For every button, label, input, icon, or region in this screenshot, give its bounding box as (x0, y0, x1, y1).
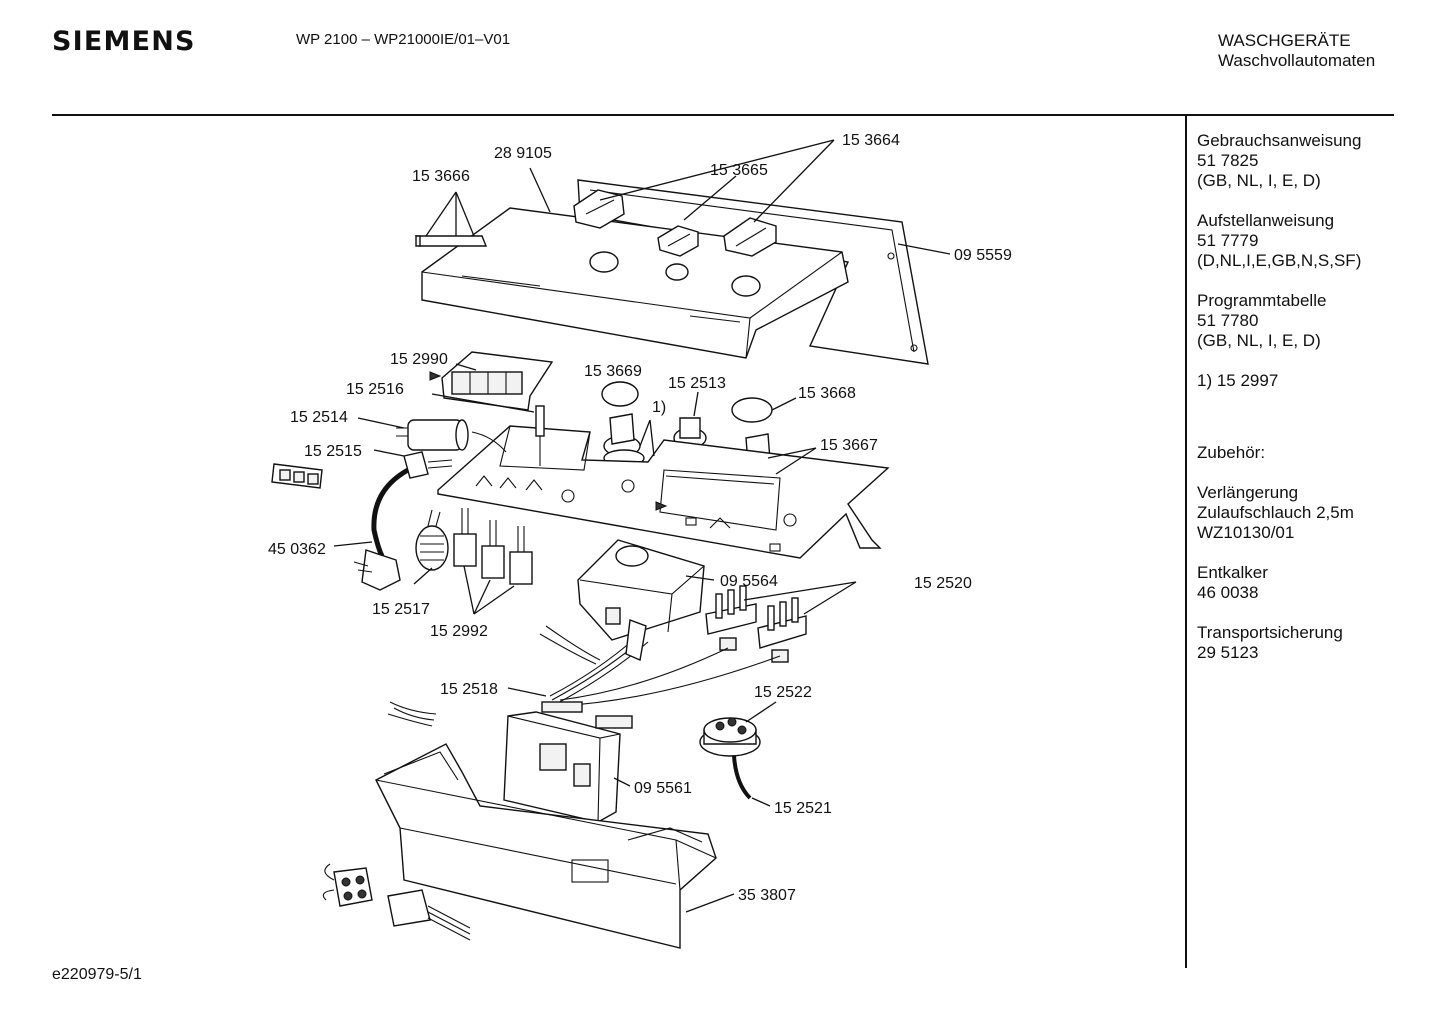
connector-plug-left (322, 863, 373, 907)
program-knob-middle (657, 225, 699, 257)
terminal-block-part (271, 463, 323, 489)
document-number: e220979-5/1 (52, 966, 142, 983)
switch-block-part (429, 351, 554, 411)
part-label: 15 2515 (304, 443, 362, 460)
part-label: 09 5561 (634, 780, 692, 797)
part-label: 35 3807 (738, 887, 796, 904)
micro-switch-left (705, 585, 757, 651)
part-label: 15 2514 (290, 409, 348, 426)
part-label: 15 2990 (390, 351, 448, 368)
part-label: 15 2513 (668, 375, 726, 392)
doc-entry-installation: Aufstellanweisung 51 7779 (D,NL,I,E,GB,N… (1197, 211, 1387, 271)
category-heading: WASCHGERÄTE Waschvollautomaten (1218, 31, 1375, 71)
part-label: 15 2521 (774, 800, 832, 817)
sidebar: Gebrauchsanweisung 51 7825 (GB, NL, I, E… (1197, 131, 1387, 683)
indicator-lamp-part (535, 405, 545, 466)
potentiometer-left (453, 508, 477, 567)
brand-logo: SIEMENS (52, 26, 196, 57)
footnote-marker: 1) (652, 399, 666, 416)
connector-plug-right (387, 889, 471, 941)
doc-languages: (GB, NL, I, E, D) (1197, 331, 1321, 350)
footnote: 1) 15 2997 (1197, 371, 1279, 390)
mains-cable-part (353, 467, 410, 591)
doc-title: Programmtabelle (1197, 291, 1327, 310)
doc-number: 51 7825 (1197, 151, 1259, 170)
choke-coil-part (415, 509, 449, 571)
doc-languages: (GB, NL, I, E, D) (1197, 171, 1321, 190)
accessory-line: Transportsicherung (1197, 623, 1343, 642)
potentiometer-right (509, 526, 533, 585)
doc-entry-instructions: Gebrauchsanweisung 51 7825 (GB, NL, I, E… (1197, 131, 1387, 191)
module-housing-part (375, 743, 717, 949)
part-label: 09 5559 (954, 247, 1012, 264)
doc-languages: (D,NL,I,E,GB,N,S,SF) (1197, 251, 1362, 270)
accessory-hose-extension: Verlängerung Zulaufschlauch 2,5m WZ10130… (1197, 483, 1387, 543)
part-label: 15 3664 (842, 132, 900, 149)
part-label: 45 0362 (268, 541, 326, 558)
doc-title: Aufstellanweisung (1197, 211, 1335, 230)
category-line-1: WASCHGERÄTE (1218, 31, 1351, 50)
part-label: 15 2522 (754, 684, 812, 701)
part-label: 15 2518 (440, 681, 498, 698)
accessory-line: Entkalker (1197, 563, 1268, 582)
micro-switch-right (757, 597, 807, 663)
part-label: 15 2516 (346, 381, 404, 398)
accessories-heading: Zubehör: (1197, 443, 1266, 462)
electronic-module-part (503, 711, 633, 823)
part-label: 15 2992 (430, 623, 488, 640)
accessory-descaler: Entkalker 46 0038 (1197, 563, 1387, 603)
programme-selector-part (577, 539, 705, 641)
leader-lines (333, 139, 951, 913)
accessory-line: WZ10130/01 (1197, 523, 1295, 542)
button-cap-right (731, 397, 773, 423)
accessory-line: Zulaufschlauch 2,5m (1197, 503, 1354, 522)
mains-filter-part (403, 451, 453, 479)
model-title: WP 2100 – WP21000IE/01–V01 (296, 31, 511, 48)
header-rule (52, 114, 1394, 116)
part-label: 15 2517 (372, 601, 430, 618)
capacitor-part (396, 419, 507, 453)
accessory-line: 29 5123 (1197, 643, 1259, 662)
doc-number: 51 7780 (1197, 311, 1259, 330)
accessory-line: 46 0038 (1197, 583, 1259, 602)
category-line-2: Waschvollautomaten (1218, 51, 1376, 70)
potentiometer-middle (481, 520, 505, 579)
carrier-plate-part (437, 425, 890, 559)
sidebar-divider (1185, 116, 1187, 968)
part-label: 28 9105 (494, 145, 552, 162)
part-label: 15 3665 (710, 162, 768, 179)
accessory-line: Verlängerung (1197, 483, 1299, 502)
part-label: 15 3668 (798, 385, 856, 402)
part-label: 15 3669 (584, 363, 642, 380)
doc-entry-programme-table: Programmtabelle 51 7780 (GB, NL, I, E, D… (1197, 291, 1387, 351)
selector-coupling-left (603, 413, 645, 467)
part-label: 09 5564 (720, 573, 778, 590)
part-label: 15 3666 (412, 168, 470, 185)
wiring-harness-part (387, 619, 781, 727)
program-knob-right (723, 217, 777, 257)
button-cap-left (601, 381, 639, 407)
doc-title: Gebrauchsanweisung (1197, 131, 1362, 150)
part-label: 15 3667 (820, 437, 878, 454)
program-knob-left (573, 189, 625, 229)
pressure-switch-part (699, 717, 761, 800)
button-cap-part (414, 235, 488, 247)
doc-number: 51 7779 (1197, 231, 1259, 250)
accessory-transport-lock: Transportsicherung 29 5123 (1197, 623, 1387, 663)
part-label: 15 2520 (914, 575, 972, 592)
